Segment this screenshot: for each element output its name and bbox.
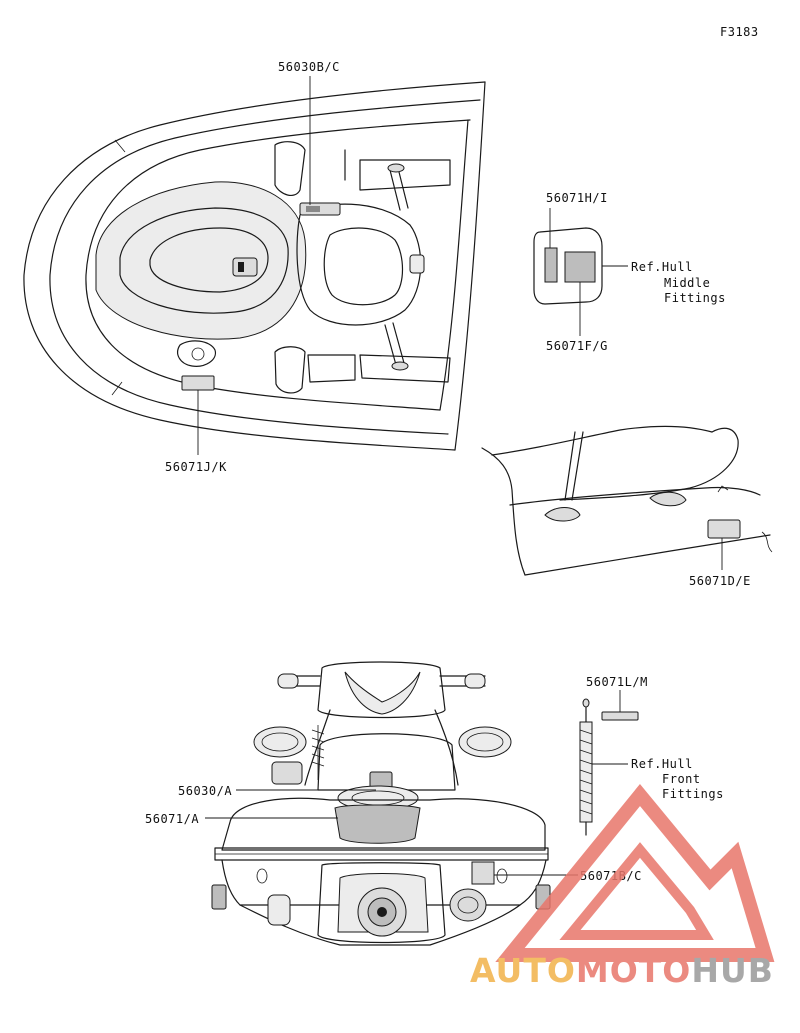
- seat-side-detail: [481, 425, 773, 576]
- svg-text:AUTOMOTOHUB: AUTOMOTOHUB: [470, 951, 774, 990]
- label-bar-decal: 56071L/M: [586, 675, 648, 689]
- label-rear-decal-upper: 56030/A: [178, 784, 232, 798]
- label-fitting-decal-top: 56071H/I: [546, 191, 608, 205]
- label-fitting-decal-bottom: 56071F/G: [546, 339, 608, 353]
- watermark-logo: AUTOMOTOHUB: [470, 783, 775, 990]
- label-side-deck-decal: 56071J/K: [165, 460, 227, 474]
- front-fitting-detail: [579, 690, 639, 836]
- watermark-part-3: HUB: [691, 951, 774, 990]
- label-front-ref-3: Fittings: [662, 787, 724, 801]
- label-middle-ref-1: Ref.Hull: [631, 260, 693, 274]
- label-middle-ref-2: Middle: [664, 276, 710, 290]
- label-middle-ref-3: Fittings: [664, 291, 726, 305]
- top-view-watercraft: [23, 81, 486, 451]
- label-rear-decal-lower: 56071/A: [145, 812, 199, 826]
- label-seat-decal: 56071D/E: [689, 574, 751, 588]
- label-front-ref-2: Front: [662, 772, 701, 786]
- label-front-ref-1: Ref.Hull: [631, 757, 693, 771]
- watermark-part-1: AUTO: [470, 951, 576, 990]
- label-upper-deck-decal: 56030B/C: [278, 60, 340, 74]
- middle-fitting-detail: [533, 208, 628, 336]
- watermark-part-2: MOTO: [576, 951, 691, 990]
- rear-view-watercraft: [211, 661, 551, 946]
- figure-code: F3183: [720, 25, 759, 39]
